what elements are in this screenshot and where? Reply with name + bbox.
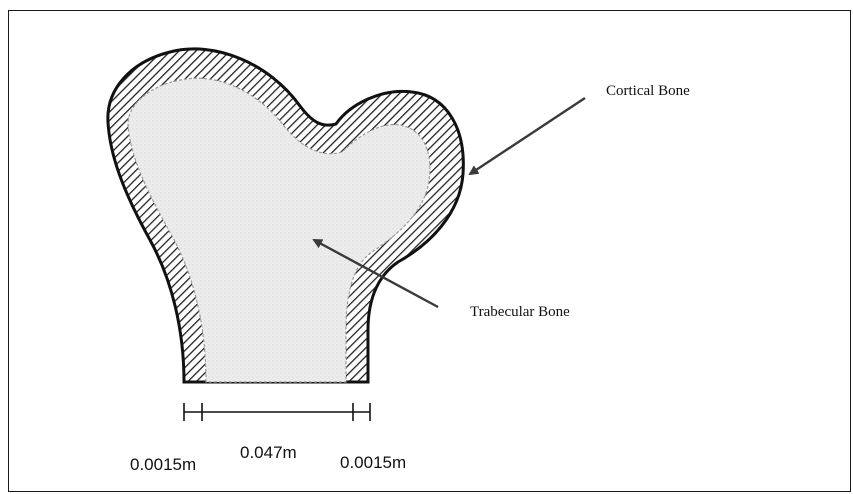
right-wall-thickness-label: 0.0015m	[340, 453, 406, 472]
trabecular-bone-label: Trabecular Bone	[470, 304, 570, 320]
cortical-arrow	[470, 98, 585, 174]
left-wall-thickness-label: 0.0015m	[130, 455, 196, 474]
dimension-lines	[184, 403, 370, 421]
cortical-bone-label: Cortical Bone	[606, 83, 690, 99]
inner-width-label: 0.047m	[240, 443, 297, 462]
